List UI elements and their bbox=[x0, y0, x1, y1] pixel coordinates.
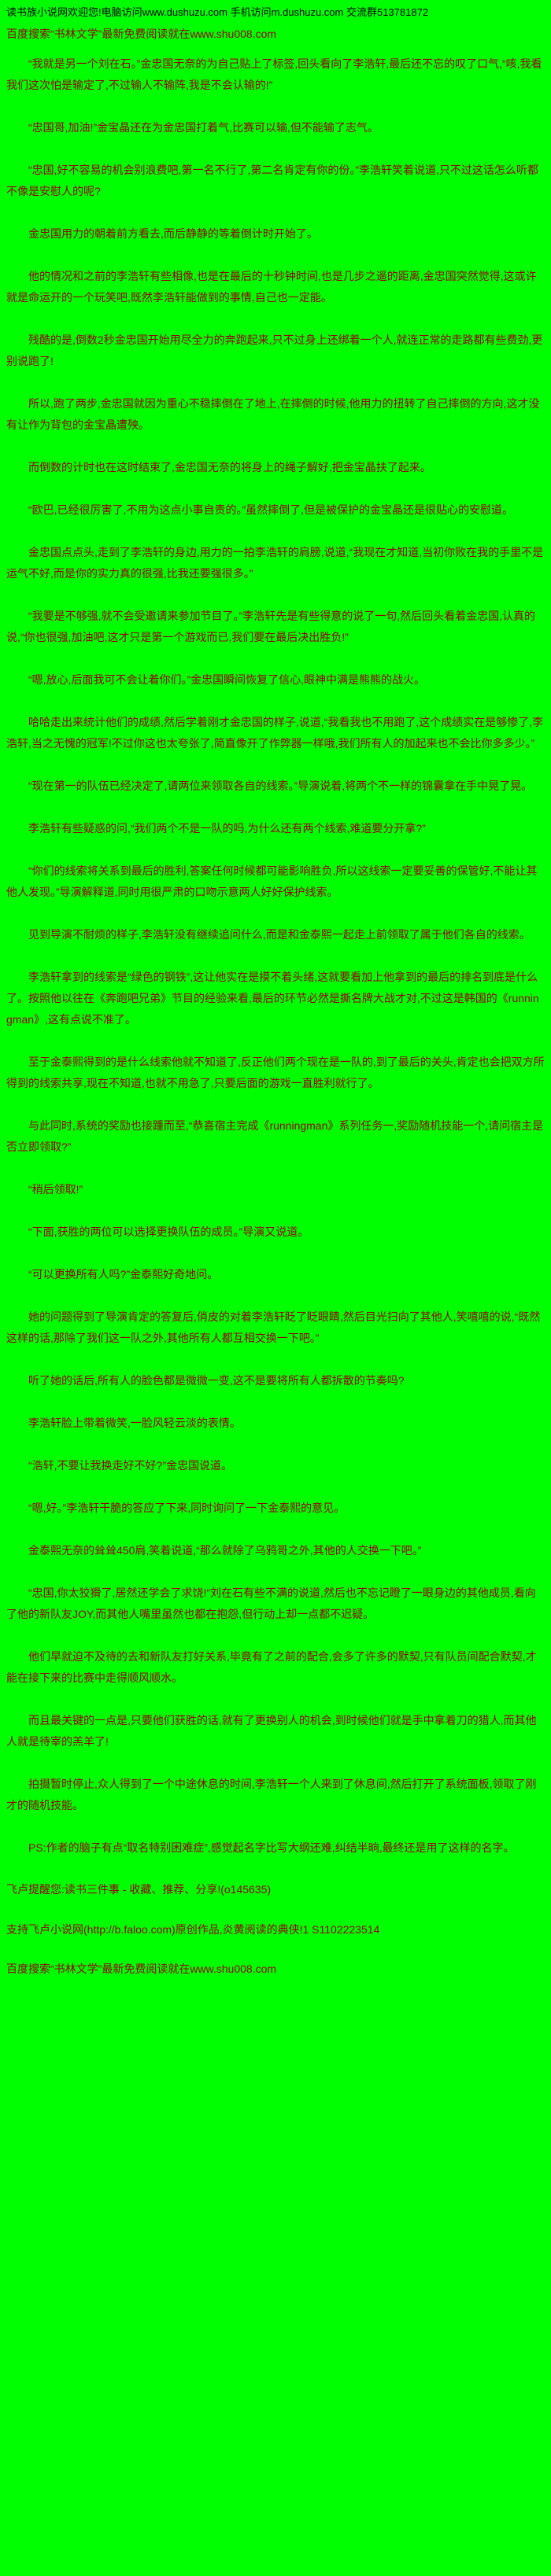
novel-paragraph: 听了她的话后,所有人的脸色都是微微一变,这不是要将所有人都拆散的节奏吗? bbox=[28, 1374, 405, 1387]
faloo-support-note: 支持飞卢小说网(http://b.faloo.com)原创作品,炎黄阅读的典侠!… bbox=[6, 1923, 380, 1936]
baidu-search-banner-top: 百度搜索“书林文学”最新免费阅读就在www.shu008.com bbox=[6, 28, 277, 40]
page-footer: 飞卢提醒您:读书三件事 - 收藏、推荐、分享!(o145635) 支持飞卢小说网… bbox=[6, 1880, 545, 1977]
novel-paragraph: 李浩轩脸上带着微笑,一脸风轻云淡的表情。 bbox=[28, 1417, 241, 1429]
novel-paragraph: “欧巴,已经很厉害了,不用为这点小事自责的。”虽然摔倒了,但是被保护的金宝晶还是… bbox=[28, 503, 513, 516]
novel-paragraph: “你们的线索将关系到最后的胜利,答案任何时候都可能影响胜负,所以这线索一定要妥善… bbox=[6, 864, 538, 898]
novel-paragraph: 拍摄暂时停止,众人得到了一个中途休息的时间,李浩轩一个人来到了休息间,然后打开了… bbox=[6, 1778, 537, 1811]
novel-paragraph: 残酷的是,倒数2秒金忠国开始用尽全力的奔跑起来,只不过身上还绑着一个人,就连正常… bbox=[6, 334, 543, 367]
site-welcome-bar: 读书族小说网欢迎您!电脑访问www.dushuzu.com 手机访问m.dush… bbox=[6, 6, 429, 18]
novel-paragraph: “浩轩,不要让我换走好不好?”金忠国说道。 bbox=[28, 1459, 232, 1472]
novel-paragraph: “现在第一的队伍已经决定了,请两位来领取各自的线索。”导演说着,将两个不一样的锦… bbox=[28, 779, 533, 792]
novel-paragraph: 李浩轩拿到的线索是“绿色的钢铁”,这让他实在是摸不着头绪,这就要看加上他拿到的最… bbox=[6, 971, 539, 1026]
novel-paragraph: “我就是另一个刘在石。”金忠国无奈的为自己贴上了标签,回头看向了李浩轩,最后还不… bbox=[6, 57, 542, 91]
novel-paragraph: 与此同时,系统的奖励也接踵而至,“恭喜宿主完成《runningman》系列任务一… bbox=[6, 1119, 544, 1153]
novel-paragraph: 至于金泰熙得到的是什么线索他就不知道了,反正他们两个现在是一队的,到了最后的关头… bbox=[6, 1056, 545, 1089]
novel-paragraph: 哈哈走出来统计他们的成绩,然后学着刚才金忠国的样子,说道,“我看我也不用跑了,这… bbox=[6, 716, 544, 750]
novel-paragraph: “忠国,你太狡猾了,居然还学会了求饶!”刘在石有些不满的说道,然后也不忘记瞪了一… bbox=[6, 1587, 536, 1620]
novel-paragraph: “忠国,好不容易的机会别浪费吧,第一名不行了,第二名肯定有你的份。”李浩轩笑着说… bbox=[6, 164, 538, 197]
novel-paragraph: “我要是不够强,就不会受邀请来参加节目了。”李浩轩先是有些得意的说了一句,然后回… bbox=[6, 610, 535, 643]
novel-paragraph: “下面,获胜的两位可以选择更换队伍的成员。”导演又说道。 bbox=[28, 1225, 309, 1238]
novel-paragraph: 而且最关键的一点是,只要他们获胜的话,就有了更换别人的机会,到时候他们就是手中拿… bbox=[6, 1714, 537, 1748]
novel-paragraph: “可以更换所有人吗?”金泰熙好奇地问。 bbox=[28, 1268, 219, 1281]
novel-paragraph: 他们早就迫不及待的去和新队友打好关系,毕竟有了之前的配合,会多了许多的默契,只有… bbox=[6, 1650, 537, 1684]
novel-paragraph: “稍后领取!” bbox=[28, 1183, 83, 1196]
novel-paragraph: 李浩轩有些疑惑的问,“我们两个不是一队的吗,为什么还有两个线索,难道要分开拿?” bbox=[28, 822, 426, 835]
novel-paragraph: 她的问题得到了导演肯定的答复后,俏皮的对着李浩轩眨了眨眼睛,然后目光扫向了其他人… bbox=[6, 1310, 541, 1344]
baidu-search-banner-bottom: 百度搜索“书林文学”最新免费阅读就在www.shu008.com bbox=[6, 1962, 277, 1975]
novel-paragraph: 见到导演不耐烦的样子,李浩轩没有继续追问什么,而是和金泰熙一起走上前领取了属于他… bbox=[28, 928, 531, 941]
chapter-body: “我就是另一个刘在石。”金忠国无奈的为自己贴上了标签,回头看向了李浩轩,最后还不… bbox=[6, 53, 545, 1859]
novel-paragraph: “忠国哥,加油!”金宝晶还在为金忠国打着气,比赛可以输,但不能输了志气。 bbox=[28, 121, 379, 134]
novel-paragraph: 他的情况和之前的李浩轩有些相像,也是在最后的十秒钟时间,也是几步之遥的距离,金忠… bbox=[6, 270, 537, 304]
novel-paragraph: 而倒数的计时也在这时结束了,金忠国无奈的将身上的绳子解好,把金宝晶扶了起来。 bbox=[28, 461, 431, 474]
novel-paragraph-ps-note: PS:作者的脑子有点“取名特别困难症”,感觉起名字比写大纲还难,纠结半晌,最终还… bbox=[28, 1841, 515, 1854]
novel-paragraph: 所以,跑了两步,金忠国就因为重心不稳摔倒在了地上,在摔倒的时候,他用力的扭转了自… bbox=[6, 397, 540, 431]
page-container: 读书族小说网欢迎您!电脑访问www.dushuzu.com 手机访问m.dush… bbox=[6, 5, 545, 1977]
novel-paragraph: 金泰熙无奈的耸耸450肩,笑着说道,“那么就除了乌鸦哥之外,其他的人交换一下吧。… bbox=[28, 1544, 422, 1557]
novel-paragraph: “嗯,好。”李浩轩干脆的答应了下来,同时询问了一下金泰熙的意见。 bbox=[28, 1502, 346, 1514]
novel-paragraph: 金忠国用力的朝着前方看去,而后静静的等着倒计时开始了。 bbox=[28, 227, 318, 240]
novel-paragraph: “嗯,放心,后面我可不会让着你们。”金忠国瞬间恢复了信心,眼神中满是熊熊的战火。 bbox=[28, 673, 425, 686]
novel-paragraph: 金忠国点点头,走到了李浩轩的身边,用力的一拍李浩轩的肩膀,说道,“我现在才知道,… bbox=[6, 546, 544, 580]
faloo-reminder: 飞卢提醒您:读书三件事 - 收藏、推荐、分享!(o145635) bbox=[6, 1883, 272, 1896]
